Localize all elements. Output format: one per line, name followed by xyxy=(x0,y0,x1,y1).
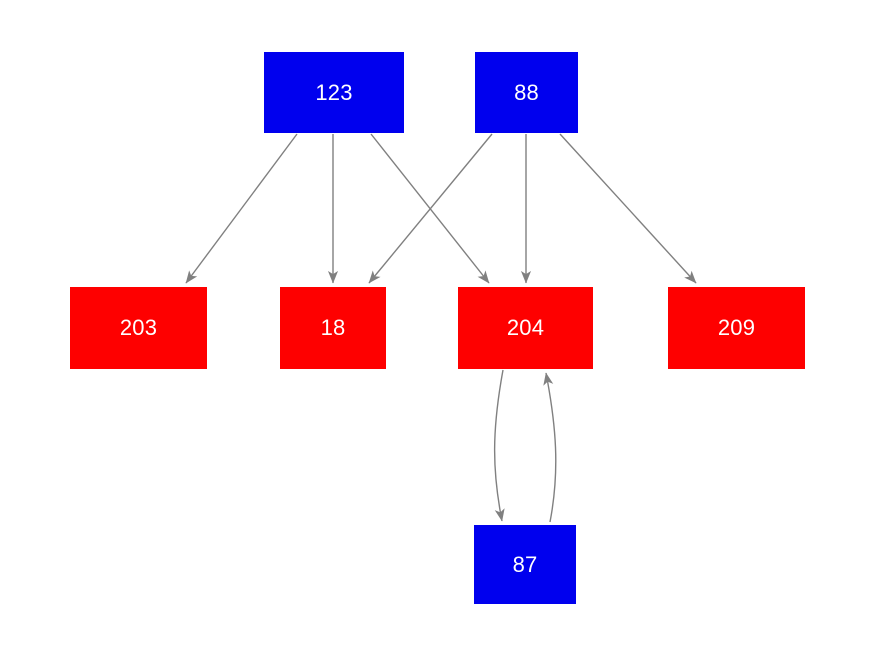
graph-node-label: 209 xyxy=(717,315,756,340)
graph-node-203[interactable]: 203 xyxy=(70,287,207,369)
graph-node-label: 88 xyxy=(514,79,539,105)
edge-n123-to-n203 xyxy=(185,133,298,284)
graph-node-18[interactable]: 18 xyxy=(280,287,386,369)
edge-n88-to-n209 xyxy=(559,133,697,284)
edge-n88-to-n18 xyxy=(368,133,493,284)
graph-node-209[interactable]: 209 xyxy=(668,287,805,369)
edge-n87-to-n204 xyxy=(543,372,557,523)
graph-node-label: 18 xyxy=(320,315,346,340)
graph-node-87[interactable]: 87 xyxy=(474,525,576,604)
graph-node-label: 87 xyxy=(512,551,538,577)
edge-n204-to-n87 xyxy=(493,369,505,522)
graph-node-204[interactable]: 204 xyxy=(458,287,593,369)
graph-node-123[interactable]: 123 xyxy=(264,52,404,133)
graph-node-label: 204 xyxy=(506,315,545,340)
graph-node-label: 123 xyxy=(315,79,353,105)
edges-group xyxy=(185,133,697,523)
graph-node-label: 203 xyxy=(119,315,158,340)
graph-node-88[interactable]: 88 xyxy=(475,52,578,133)
